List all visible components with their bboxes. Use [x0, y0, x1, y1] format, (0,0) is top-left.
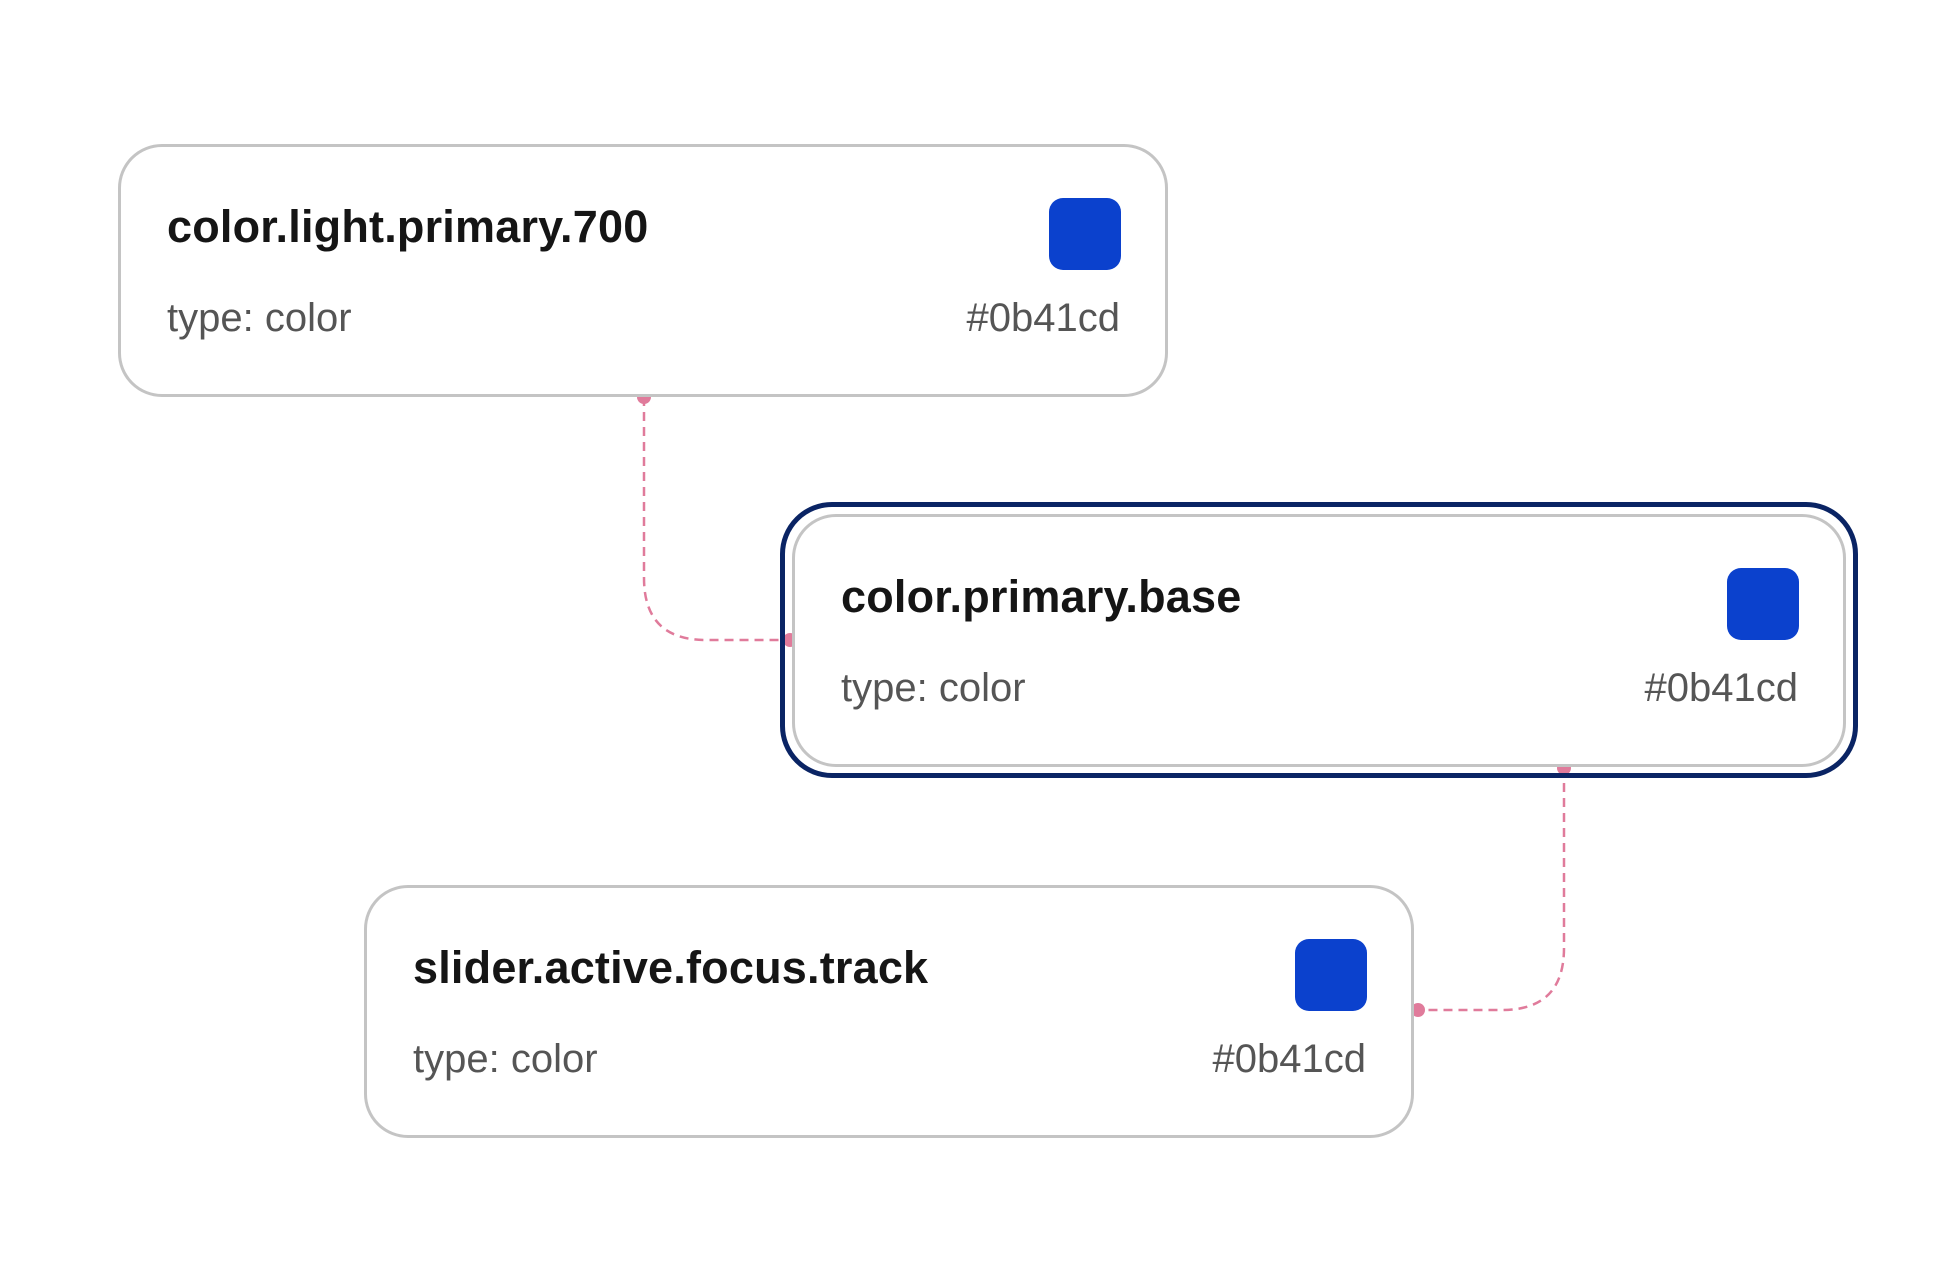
token-node-slider-active-focus-track[interactable]: slider.active.focus.track type: color #0… [364, 885, 1414, 1138]
node-title: slider.active.focus.track [413, 942, 929, 993]
node-hex-value: #0b41cd [1212, 1037, 1366, 1081]
color-swatch [1049, 198, 1121, 270]
token-node-color-primary-base[interactable]: color.primary.base type: color #0b41cd [792, 514, 1846, 767]
node-type-label: type: color [841, 666, 1026, 710]
node-type-label: type: color [167, 296, 352, 340]
selection-outline [780, 502, 1858, 778]
color-swatch [1727, 568, 1799, 640]
node-hex-value: #0b41cd [966, 296, 1120, 340]
node-type-label: type: color [413, 1037, 598, 1081]
edge-primary-base-to-slider-track [1418, 768, 1566, 1012]
node-hex-value: #0b41cd [1644, 666, 1798, 710]
edge-light-primary-to-primary-base [642, 397, 790, 642]
color-swatch [1295, 939, 1367, 1011]
token-node-color-light-primary-700[interactable]: color.light.primary.700 type: color #0b4… [118, 144, 1168, 397]
node-title: color.primary.base [841, 571, 1242, 622]
node-title: color.light.primary.700 [167, 201, 649, 252]
